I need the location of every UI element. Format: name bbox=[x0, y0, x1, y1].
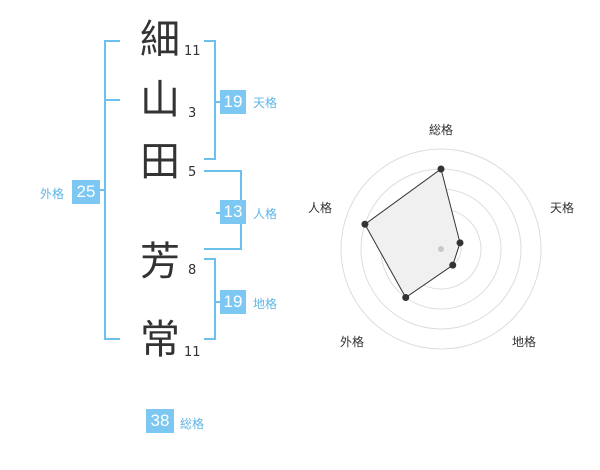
stroke-count-1: 11 bbox=[184, 44, 201, 59]
axis-label-chikaku: 地格 bbox=[512, 334, 536, 349]
radar-point-2 bbox=[456, 239, 464, 247]
chikaku-label: 地格 bbox=[253, 297, 278, 311]
chikaku-value: 19 bbox=[220, 290, 246, 314]
radar-point-5 bbox=[361, 220, 369, 228]
tenkaku-label: 天格 bbox=[253, 96, 278, 110]
tenkaku-value: 19 bbox=[220, 90, 246, 114]
gaikaku-value: 25 bbox=[72, 180, 100, 204]
axis-label-gaikaku: 外格 bbox=[340, 334, 364, 349]
radar-area bbox=[364, 168, 461, 299]
name-char-1: 細 bbox=[140, 17, 180, 63]
stroke-count-4: 8 bbox=[188, 263, 197, 278]
jinkaku-value: 13 bbox=[220, 200, 246, 224]
stroke-count-3: 5 bbox=[188, 165, 197, 180]
name-char-5: 常 bbox=[140, 317, 180, 363]
radar-center bbox=[438, 246, 444, 252]
name-char-4: 芳 bbox=[140, 239, 180, 285]
stroke-count-2: 3 bbox=[188, 106, 197, 121]
radar-point-4 bbox=[402, 294, 410, 302]
radar-ring-5 bbox=[340, 148, 542, 350]
radar-point-3 bbox=[449, 261, 457, 269]
axis-label-tenkaku: 天格 bbox=[550, 200, 574, 215]
soukaku-label: 総格 bbox=[180, 417, 205, 431]
name-char-3: 田 bbox=[140, 139, 180, 185]
stroke-count-5: 11 bbox=[184, 345, 201, 360]
soukaku-value: 38 bbox=[146, 409, 174, 433]
name-char-2: 山 bbox=[140, 77, 180, 123]
jinkaku-label: 人格 bbox=[253, 207, 278, 221]
radar-point-1 bbox=[437, 165, 445, 173]
radar-chart: 総格 天格 地格 外格 人格 bbox=[308, 122, 574, 350]
axis-label-soukaku: 総格 bbox=[429, 122, 453, 137]
gaikaku-label: 外格 bbox=[40, 187, 65, 201]
axis-label-jinkaku: 人格 bbox=[308, 200, 332, 215]
radar-points bbox=[361, 165, 464, 302]
